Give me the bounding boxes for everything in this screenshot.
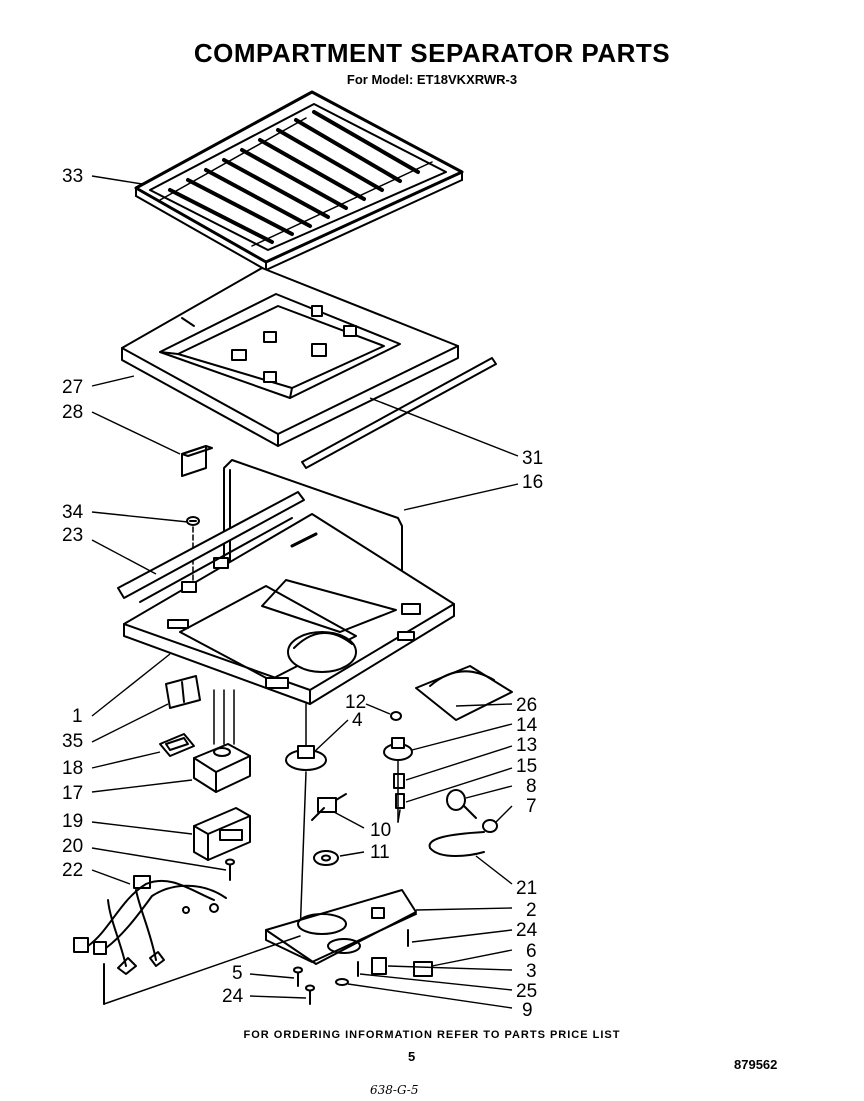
callout-11: 11 — [370, 842, 390, 863]
callout-23: 23 — [62, 525, 83, 546]
callout-24-lower: 24 — [222, 986, 244, 1007]
part-34-screw — [186, 516, 200, 526]
part-35-clip — [165, 675, 201, 709]
callout-19: 19 — [62, 811, 83, 832]
callout-31: 31 — [522, 448, 543, 469]
callout-22: 22 — [62, 860, 83, 881]
part-31-strip — [301, 357, 497, 469]
callout-26: 26 — [516, 695, 537, 716]
callout-16: 16 — [522, 472, 543, 493]
callout-3: 3 — [526, 961, 537, 982]
page-number: 5 — [408, 1049, 416, 1064]
callout-7: 7 — [526, 796, 537, 817]
part-17-box — [193, 743, 251, 793]
part-27-separator-frame — [121, 267, 459, 447]
part-11-knob — [313, 850, 339, 866]
part-3-connector — [371, 957, 387, 975]
part-7-lamp-socket — [482, 819, 498, 833]
part-33-shelf-grille — [134, 90, 464, 271]
part-28-block — [181, 445, 213, 477]
callout-28: 28 — [62, 402, 83, 423]
callout-18: 18 — [62, 758, 83, 779]
callout-4: 4 — [352, 710, 363, 731]
callout-17: 17 — [62, 783, 83, 804]
callout-12: 12 — [345, 692, 366, 713]
part-6-switch — [413, 961, 433, 977]
leader-lines — [91, 175, 519, 1009]
part-26-cover — [415, 665, 513, 721]
callout-35: 35 — [62, 731, 83, 752]
callout-8: 8 — [526, 776, 537, 797]
part-14-grommet — [383, 737, 413, 761]
callout-27: 27 — [62, 377, 83, 398]
handwritten-note: 638-G-5 — [370, 1083, 419, 1097]
callout-2: 2 — [526, 900, 537, 921]
part-15-fitting — [395, 793, 405, 809]
part-13-fitting — [393, 773, 405, 789]
part-8-lamp-bulb — [446, 789, 477, 819]
part-2-control-housing — [265, 889, 417, 965]
part-18-tray — [159, 733, 195, 757]
callout-33: 33 — [62, 166, 83, 187]
callout-14: 14 — [516, 715, 538, 736]
model-subtitle: For Model: ET18VKXRWR-3 — [346, 72, 518, 87]
callout-25: 25 — [516, 981, 537, 1002]
callout-15: 15 — [516, 756, 537, 777]
diagram-title: COMPARTMENT SEPARATOR PARTS — [193, 38, 671, 68]
callout-5: 5 — [232, 963, 243, 984]
part-9-washer — [335, 978, 349, 986]
part-20-screw — [225, 858, 235, 881]
callout-labels: 33 27 28 31 16 34 23 1 35 18 17 19 20 22… — [62, 166, 543, 1021]
callout-20: 20 — [62, 836, 83, 857]
part-19-control-bracket — [193, 807, 251, 861]
part-21-lamp-wire — [428, 831, 485, 857]
part-12-clip — [390, 711, 402, 721]
part-24-screw-lower — [305, 984, 315, 1005]
ordering-note: FOR ORDERING INFORMATION REFER TO PARTS … — [243, 1029, 621, 1041]
part-5-screw — [293, 966, 303, 987]
document-number: 879562 — [734, 1057, 778, 1072]
callout-21: 21 — [516, 878, 537, 899]
callout-24-upper: 24 — [516, 920, 538, 941]
part-1-separator-housing — [123, 513, 455, 705]
callout-10: 10 — [370, 820, 391, 841]
part-16-heater-wire — [223, 459, 403, 641]
callout-34: 34 — [62, 502, 84, 523]
part-22-wire-harness — [73, 875, 227, 1005]
part-23-separator-rail — [117, 491, 305, 599]
part-4-damper — [285, 745, 327, 771]
callout-13: 13 — [516, 735, 537, 756]
callout-6: 6 — [526, 941, 537, 962]
callout-1: 1 — [72, 706, 83, 727]
callout-9: 9 — [522, 1000, 533, 1021]
part-10-thermostat — [311, 793, 347, 821]
